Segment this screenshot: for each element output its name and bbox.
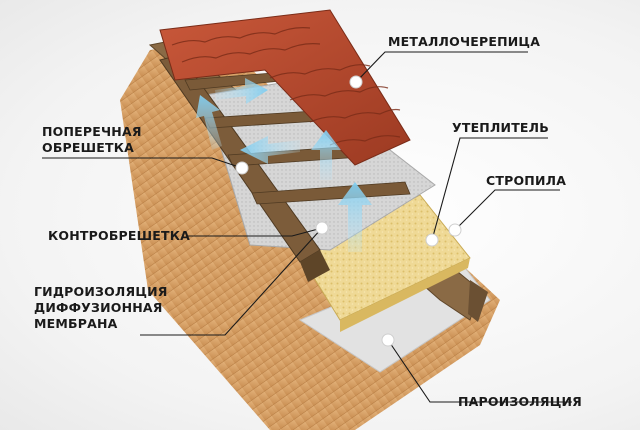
label-waterproofing-line1: ГИДРОИЗОЛЯЦИЯ: [34, 284, 168, 299]
label-cross-batten: ПОПЕРЕЧНАЯ ОБРЕШЕТКА: [42, 124, 142, 156]
label-vapor-barrier: ПАРОИЗОЛЯЦИЯ: [458, 394, 582, 410]
label-metal-tile-text: МЕТАЛЛОЧЕРЕПИЦА: [388, 34, 541, 49]
callout-dot: [235, 161, 249, 175]
label-counter-batten: КОНТРОБРЕШЕТКА: [48, 228, 190, 244]
airflow-arrow-left: [240, 136, 300, 164]
label-cross-batten-line1: ПОПЕРЕЧНАЯ: [42, 124, 142, 139]
airflow-arrow-right: [215, 78, 268, 104]
label-insulation: УТЕПЛИТЕЛЬ: [452, 120, 549, 136]
label-waterproofing-line3: МЕМБРАНА: [34, 316, 118, 331]
label-waterproofing: ГИДРОИЗОЛЯЦИЯ ДИФФУЗИОННАЯ МЕМБРАНА: [34, 284, 168, 332]
airflow-arrows: [196, 78, 372, 252]
airflow-arrow-up: [338, 182, 372, 252]
label-waterproofing-line2: ДИФФУЗИОННАЯ: [34, 300, 163, 315]
callout-dot: [349, 75, 363, 89]
counter-batten: [300, 250, 330, 282]
label-vapor-barrier-text: ПАРОИЗОЛЯЦИЯ: [458, 394, 582, 409]
callout-dot: [315, 221, 329, 235]
label-insulation-text: УТЕПЛИТЕЛЬ: [452, 120, 549, 135]
callout-dot: [381, 333, 395, 347]
callout-dot: [425, 233, 439, 247]
label-rafters: СТРОПИЛА: [486, 173, 566, 189]
metal-tile-layer: [159, 9, 411, 166]
label-rafters-text: СТРОПИЛА: [486, 173, 567, 188]
airflow-arrow-up: [196, 95, 222, 150]
callout-dot: [448, 223, 462, 237]
insulation-edge: [340, 258, 470, 332]
label-cross-batten-line2: ОБРЕШЕТКА: [42, 140, 135, 155]
rafter-side: [468, 280, 488, 322]
label-counter-batten-text: КОНТРОБРЕШЕТКА: [48, 228, 191, 243]
airflow-arrow-up: [311, 130, 341, 180]
label-metal-tile: МЕТАЛЛОЧЕРЕПИЦА: [388, 34, 540, 50]
